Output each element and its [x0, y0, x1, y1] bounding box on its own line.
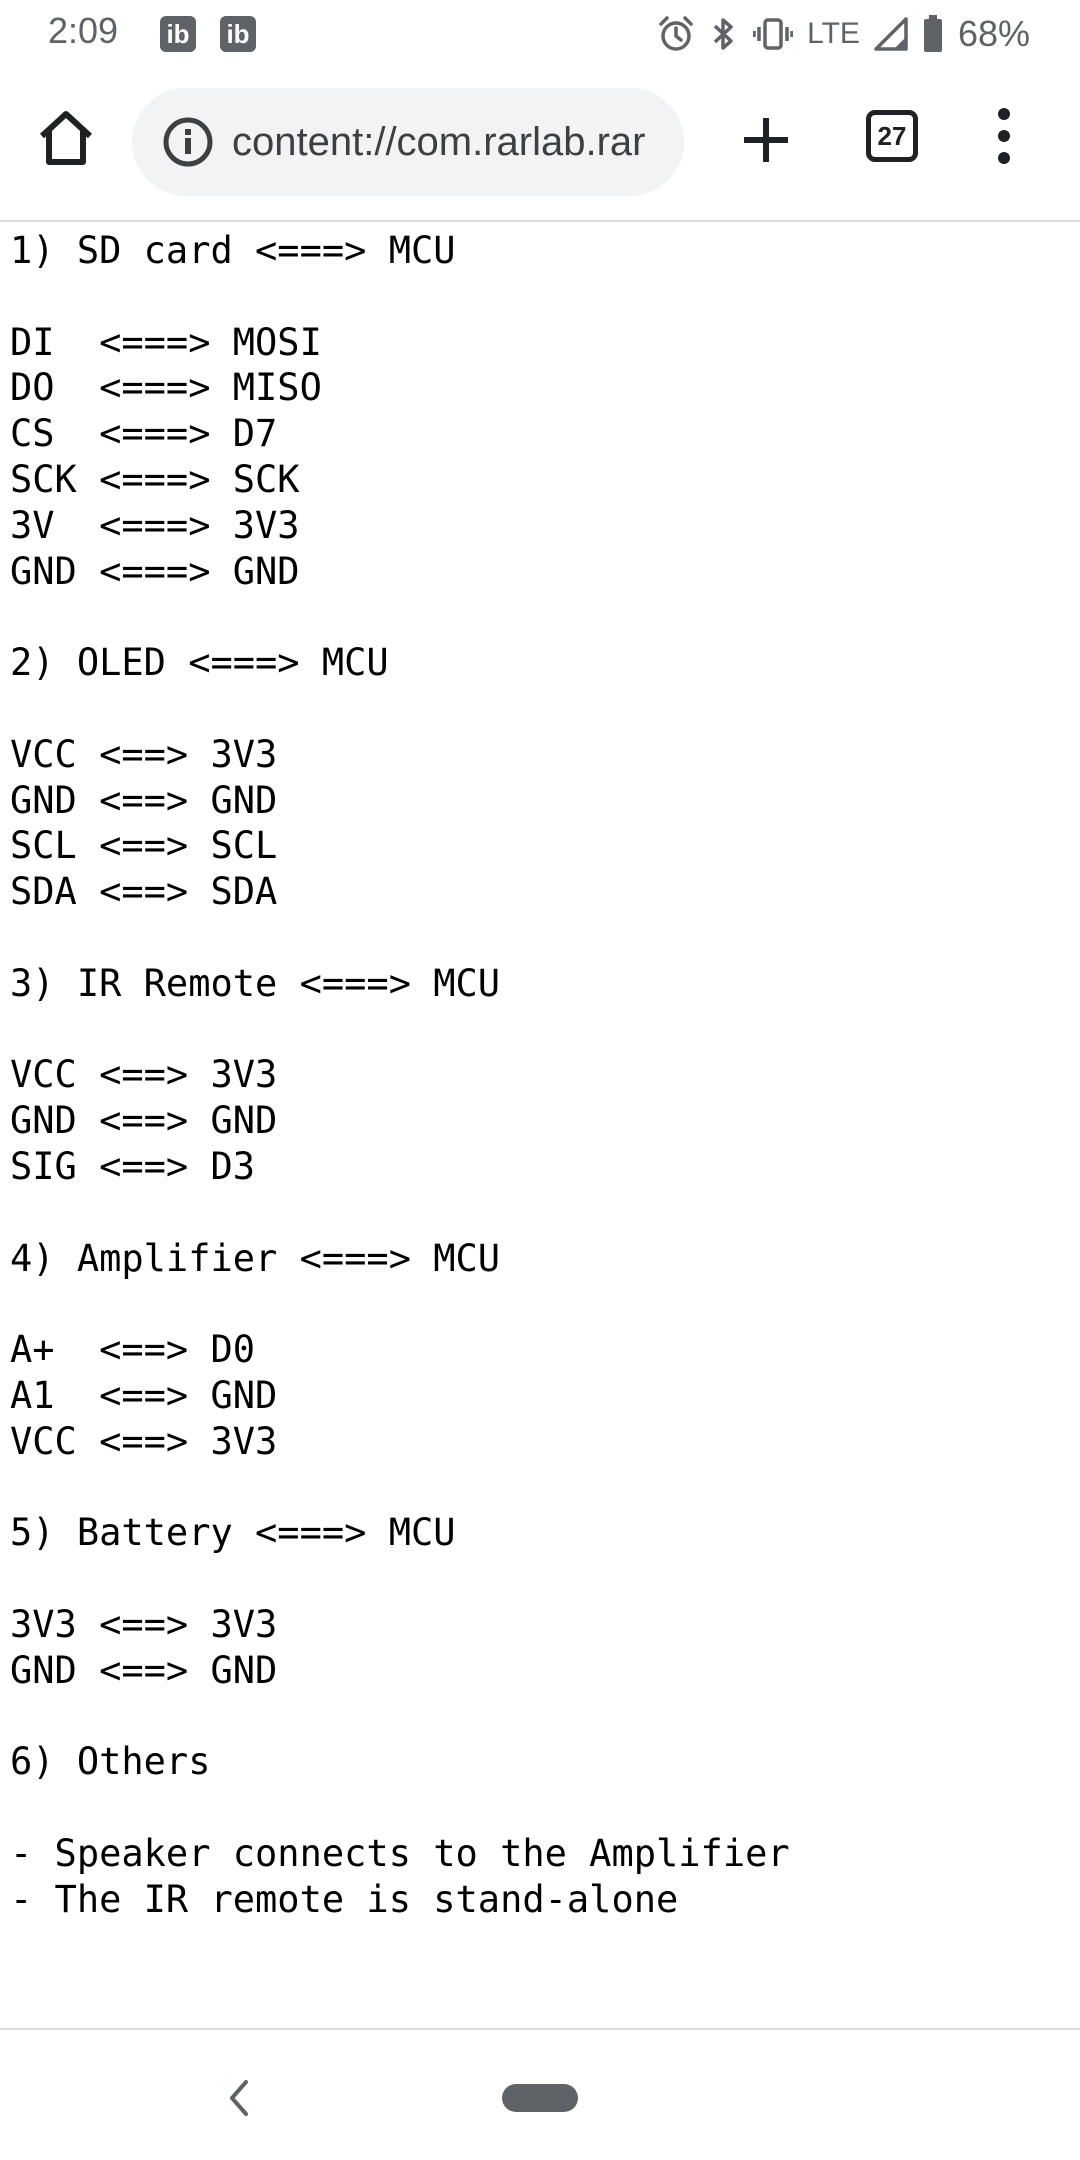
battery-percentage: 68% [957, 13, 1030, 54]
home-button[interactable] [34, 106, 98, 170]
back-button[interactable] [222, 2074, 254, 2122]
text-line: SDA <==> SDA [10, 870, 278, 914]
home-icon [39, 111, 93, 165]
text-line: - The IR remote is stand-alone [10, 1877, 679, 1921]
text-line: CS <===> D7 [10, 412, 278, 456]
new-tab-button[interactable] [738, 112, 794, 168]
url-bar[interactable]: content://com.rarlab.rar [132, 88, 684, 196]
text-line: - Speaker connects to the Amplifier [10, 1831, 790, 1875]
text-line: DI <===> MOSI [10, 320, 322, 364]
text-line: GND <==> GND [10, 778, 278, 822]
vibrate-icon [753, 18, 794, 50]
text-line: 3V <===> 3V3 [10, 503, 300, 547]
text-line: 6) Others [10, 1740, 211, 1784]
plus-icon [744, 118, 788, 162]
nav-divider [0, 2028, 1080, 2030]
url-fade [654, 88, 684, 196]
battery-icon [923, 15, 942, 52]
text-line: GND <==> GND [10, 1648, 278, 1692]
text-line: SIG <==> D3 [10, 1144, 256, 1188]
more-options-button[interactable] [984, 104, 1024, 168]
document-text: 1) SD card <===> MCU DI <===> MOSI DO <=… [10, 228, 1070, 1922]
ibis-paint-notification-icon: ib [160, 16, 196, 52]
text-line: GND <==> GND [10, 1099, 278, 1143]
network-type: LTE [807, 17, 860, 50]
signal-icon [874, 17, 908, 51]
tab-switcher-button[interactable]: 27 [866, 110, 918, 162]
text-line: DO <===> MISO [10, 366, 322, 410]
home-gesture-pill[interactable] [502, 2084, 578, 2112]
status-bar: 2:09 ib ib LTE 68% [0, 0, 1080, 68]
toolbar-divider [0, 220, 1080, 222]
browser-toolbar: content://com.rarlab.rar 27 [0, 76, 1080, 212]
text-line: SCK <===> SCK [10, 457, 300, 501]
ibis-paint-notification-icon: ib [220, 16, 256, 52]
text-line: A1 <==> GND [10, 1373, 278, 1417]
status-time: 2:09 [48, 10, 119, 51]
text-line: SCL <==> SCL [10, 824, 278, 868]
text-line: VCC <==> 3V3 [10, 1419, 278, 1463]
text-line: 4) Amplifier <===> MCU [10, 1236, 501, 1280]
text-line: VCC <==> 3V3 [10, 732, 278, 776]
status-indicators: LTE 68% [657, 12, 1030, 56]
back-chevron-icon [230, 2080, 248, 2116]
text-line: 3V3 <==> 3V3 [10, 1602, 278, 1646]
system-navigation-bar [0, 2030, 1080, 2160]
text-line: 1) SD card <===> MCU [10, 229, 456, 272]
alarm-icon [659, 16, 693, 51]
more-vert-icon [998, 108, 1010, 164]
info-icon[interactable] [162, 116, 214, 168]
text-line: VCC <==> 3V3 [10, 1053, 278, 1097]
url-text: content://com.rarlab.rar [232, 120, 646, 164]
text-line: 2) OLED <===> MCU [10, 641, 389, 685]
text-line: 3) IR Remote <===> MCU [10, 961, 501, 1005]
text-line: A+ <==> D0 [10, 1328, 256, 1372]
bluetooth-icon [713, 18, 733, 50]
text-line: GND <===> GND [10, 549, 300, 593]
text-line: 5) Battery <===> MCU [10, 1511, 456, 1555]
